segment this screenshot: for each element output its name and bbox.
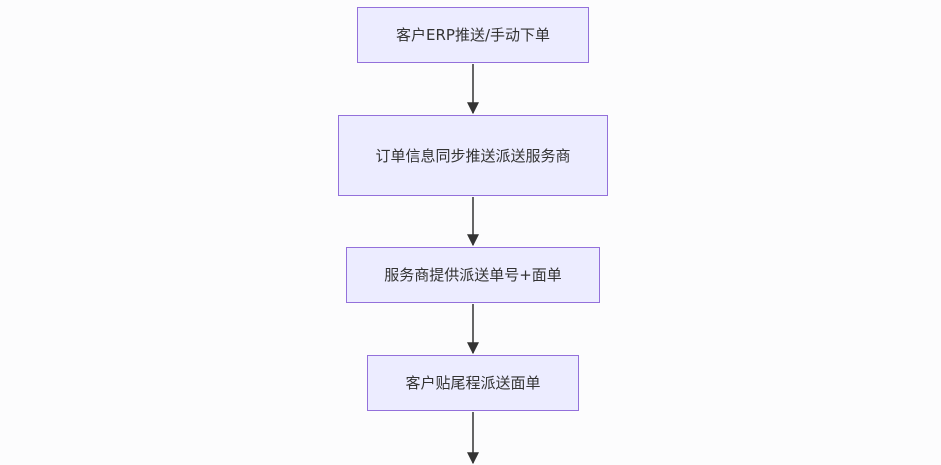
node-order-sync: 订单信息同步推送派送服务商 [338,115,608,196]
node-label: 服务商提供派送单号+面单 [384,266,562,284]
node-label: 订单信息同步推送派送服务商 [375,146,571,165]
node-label: 客户贴尾程派送面单 [405,374,541,392]
node-provider-label: 服务商提供派送单号+面单 [346,247,600,303]
node-label: 客户ERP推送/手动下单 [396,26,550,44]
node-customer-order: 客户ERP推送/手动下单 [357,7,589,63]
node-customer-stick-label: 客户贴尾程派送面单 [367,355,579,411]
